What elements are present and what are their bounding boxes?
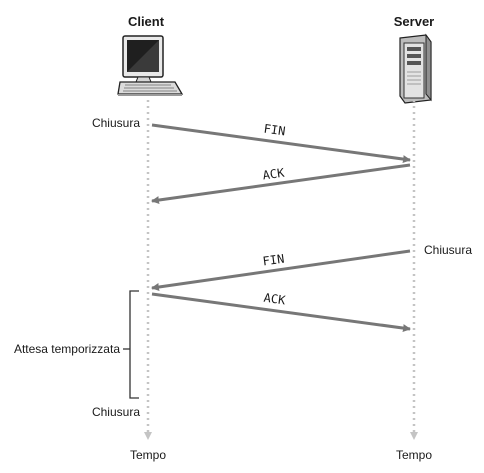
ack-arrow-client-to-server bbox=[151, 292, 411, 333]
server-time-label: Tempo bbox=[396, 448, 432, 462]
server-tower-icon bbox=[399, 33, 432, 104]
server-close-label: Chiusura bbox=[424, 243, 472, 257]
client-title: Client bbox=[128, 14, 165, 29]
server-title: Server bbox=[394, 14, 434, 29]
client-time-label: Tempo bbox=[130, 448, 166, 462]
timed-wait-label: Attesa temporizzata bbox=[14, 342, 120, 356]
fin-label-2: FIN bbox=[262, 252, 285, 269]
ack-arrow-server-to-client bbox=[151, 163, 411, 204]
timed-wait-bracket bbox=[129, 290, 139, 399]
fin-arrow-client-to-server bbox=[151, 123, 411, 164]
fin-label-1: FIN bbox=[263, 122, 286, 139]
fin-arrow-server-to-client bbox=[151, 249, 411, 291]
desktop-computer-icon bbox=[117, 35, 184, 96]
ack-label-1: ACK bbox=[262, 166, 286, 183]
client-close-label-final: Chiusura bbox=[92, 405, 140, 419]
ack-label-2: ACK bbox=[263, 291, 287, 308]
client-close-label: Chiusura bbox=[92, 116, 140, 130]
